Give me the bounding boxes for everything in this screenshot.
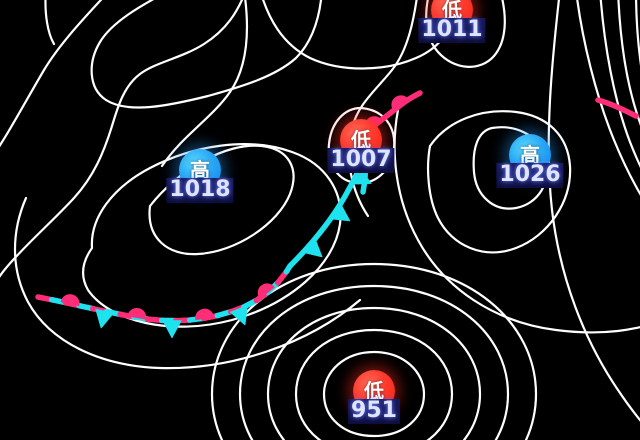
- isobar-contour: [160, 0, 249, 168]
- isobar-contour: [238, 284, 510, 440]
- isobar-contour: [347, 0, 418, 218]
- warm-front-semicircle: [60, 294, 80, 307]
- cold-front-triangle: [95, 308, 114, 329]
- pressure-value-label: 1018: [166, 178, 234, 203]
- pressure-value-label: 951: [348, 399, 400, 424]
- front-shaft: [595, 97, 639, 119]
- isobar-contour: [634, 0, 640, 66]
- warm-front-semicircle: [391, 95, 409, 111]
- isobar-contour: [210, 262, 538, 440]
- cold-front-triangle: [330, 203, 351, 222]
- isobar-contour: [547, 0, 640, 422]
- cold-front-triangle: [302, 238, 323, 258]
- isobar-contour: [599, 0, 640, 168]
- warm-front-semicircle: [127, 307, 147, 320]
- isobar-contour: [322, 350, 426, 438]
- cold-front-triangle: [229, 305, 248, 326]
- isobar-contour: [0, 0, 103, 148]
- isobar-contour: [576, 0, 640, 196]
- isobar-contour: [82, 143, 342, 328]
- isobar-contour: [148, 144, 295, 256]
- isobar-contour: [294, 328, 454, 440]
- cold-front-triangle: [162, 320, 182, 339]
- warm-front-semicircle: [195, 308, 215, 321]
- isobar-contour: [90, 0, 323, 109]
- front-layer: [35, 90, 639, 339]
- isobar-contour: [426, 110, 572, 254]
- isobar-contour: [266, 306, 482, 440]
- pressure-value-label: 1026: [496, 163, 564, 188]
- isobar-contour: [44, 0, 56, 46]
- isobar-contour: [13, 196, 362, 370]
- pressure-value-label: 1011: [418, 18, 486, 43]
- warm-front-semicircle: [257, 283, 275, 300]
- isobar-contour: [0, 0, 244, 278]
- isobar-contour: [393, 108, 640, 334]
- pressure-value-label: 1007: [327, 148, 395, 173]
- front-warm: [595, 97, 639, 119]
